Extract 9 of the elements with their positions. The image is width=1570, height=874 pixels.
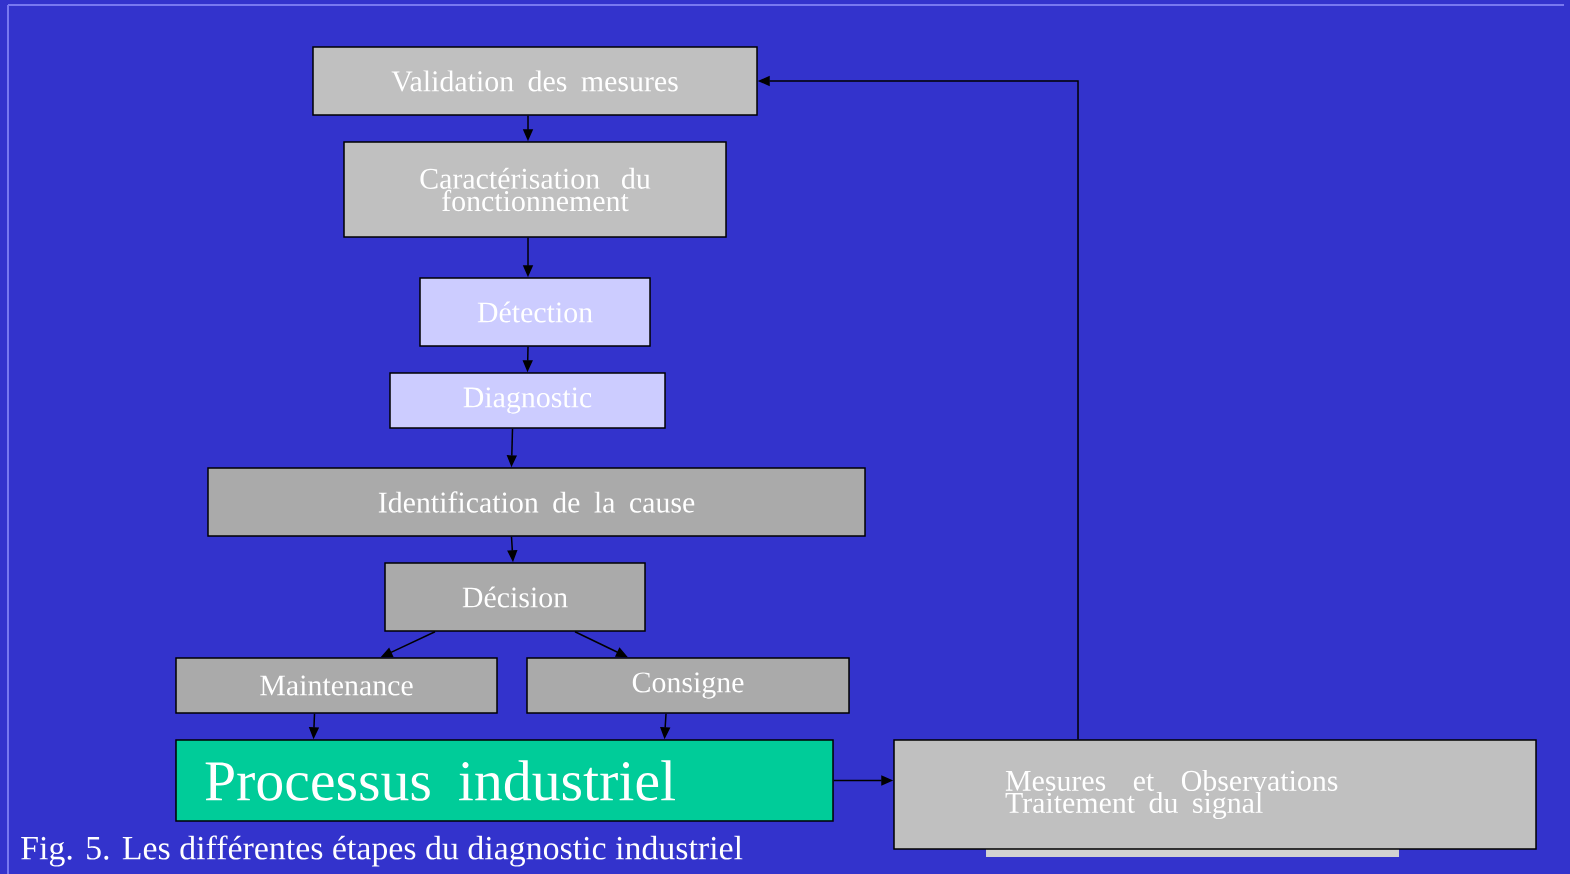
process-box: Identification de la cause [207, 467, 866, 537]
process-box: Caractérisation du fonctionnement [343, 141, 727, 238]
process-box: Mesures et Observations Traitement du signal [893, 739, 1537, 850]
process-box: Processus industriel [175, 739, 834, 822]
process-box: Consigne [526, 657, 850, 714]
process-box: Décision [384, 562, 646, 632]
process-box: Maintenance [175, 657, 498, 714]
figure-caption: Fig. 5. Les différentes étapes du diagnostic industriel [21, 835, 743, 867]
process-box: Validation des mesures [312, 46, 758, 116]
